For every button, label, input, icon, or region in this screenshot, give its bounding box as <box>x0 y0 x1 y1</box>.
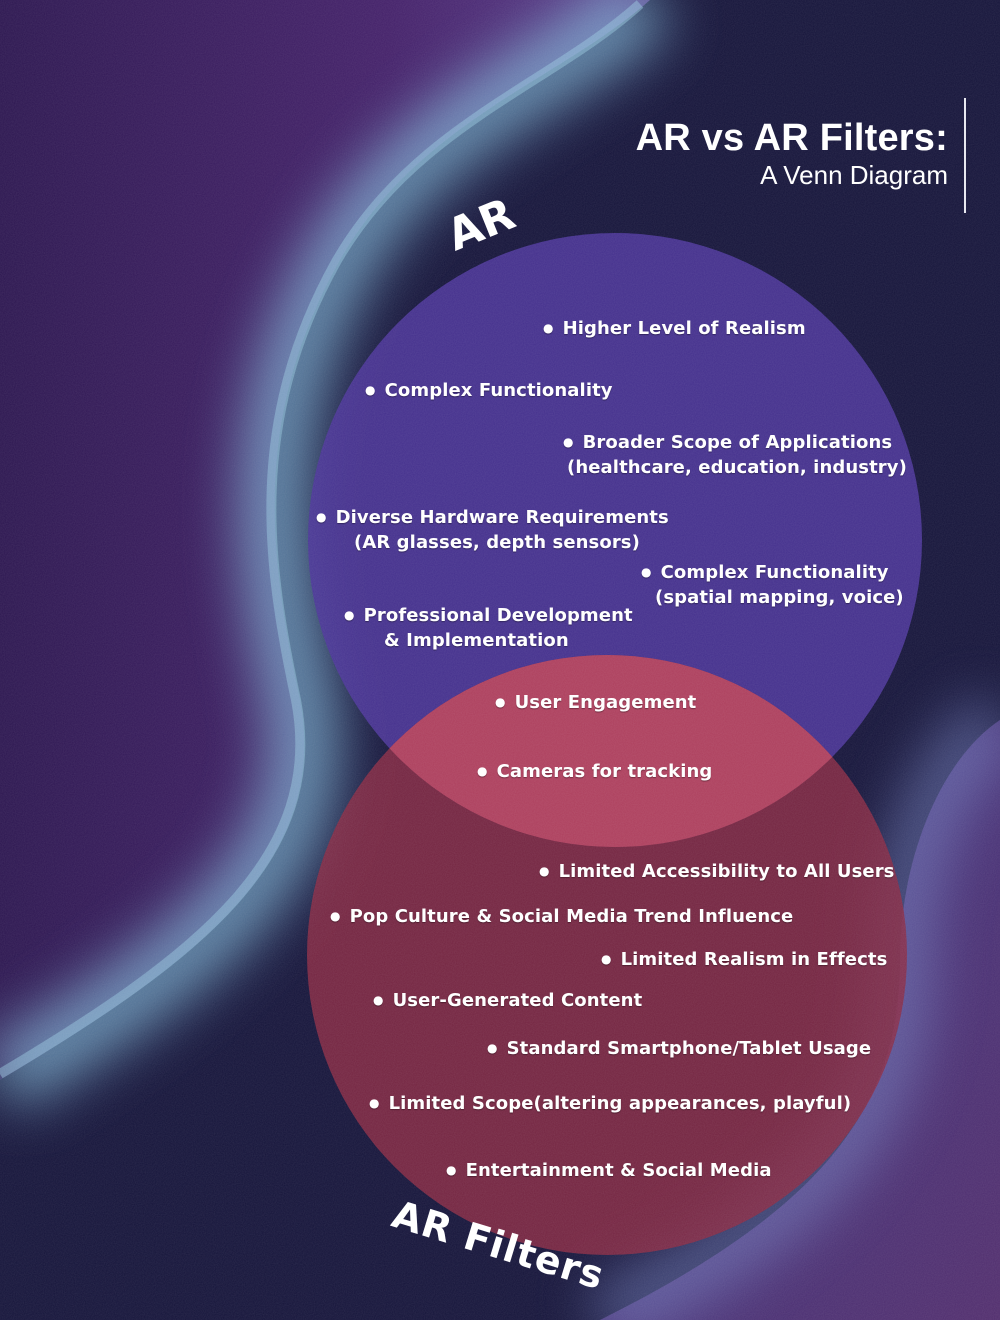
filter-item: Standard Smartphone/Tablet Usage <box>487 1037 872 1062</box>
ar-item: Professional Development & Implementatio… <box>344 604 633 652</box>
page-title: AR vs AR Filters: <box>635 117 948 159</box>
ar-item: Complex Functionality (spatial mapping, … <box>641 561 904 609</box>
ar-item: Broader Scope of Applications (healthcar… <box>563 431 907 479</box>
ar-item: Higher Level of Realism <box>543 317 806 342</box>
ar-item: Diverse Hardware Requirements (AR glasse… <box>316 506 669 554</box>
filter-item: Limited Accessibility to All Users <box>539 860 895 885</box>
page-subtitle: A Venn Diagram <box>760 160 948 190</box>
filter-item: Pop Culture & Social Media Trend Influen… <box>330 905 794 930</box>
filter-item: User-Generated Content <box>373 989 643 1014</box>
ar-item: Complex Functionality <box>365 379 613 404</box>
filter-item: Limited Scope(altering appearances, play… <box>369 1092 852 1117</box>
title-block: AR vs AR Filters: A Venn Diagram <box>636 116 948 190</box>
shared-item: User Engagement <box>495 691 697 716</box>
filter-item: Limited Realism in Effects <box>601 948 888 973</box>
filter-item: Entertainment & Social Media <box>446 1159 772 1184</box>
shared-item: Cameras for tracking <box>477 760 713 785</box>
title-divider <box>964 98 966 213</box>
